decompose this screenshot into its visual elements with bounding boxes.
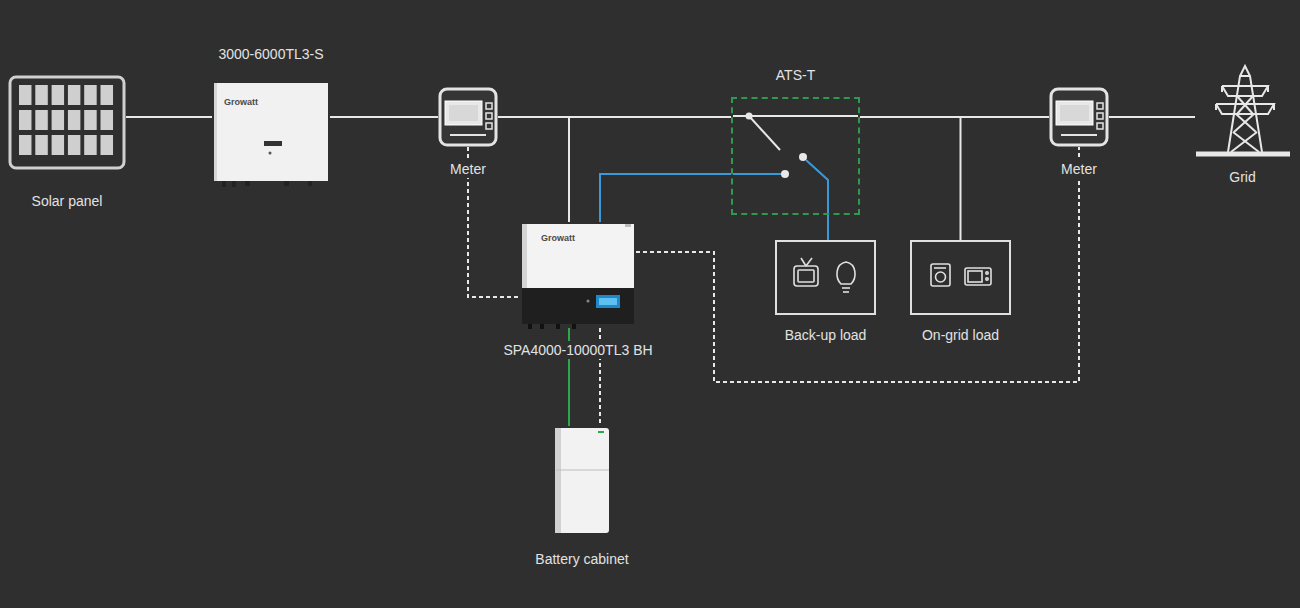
connector [827, 215, 829, 240]
load-box: Back-up load [775, 240, 876, 315]
node-label: Battery cabinet [531, 550, 632, 568]
node-label: On-grid load [918, 326, 1003, 344]
battery-cabinet-icon [555, 428, 609, 533]
solar-panel: Solar panel [8, 75, 126, 170]
solar-panel-icon [10, 77, 124, 168]
connector [600, 174, 731, 222]
node-label: 3000-6000TL3-S [214, 45, 327, 63]
hybrid-inverter: SPA4000-10000TL3 BH [520, 222, 636, 328]
node-label: Solar panel [28, 192, 107, 210]
brand-logo: Growatt [224, 97, 258, 107]
string-inverter-icon [214, 83, 328, 187]
node-label: Meter [1057, 160, 1101, 178]
load-box: On-grid load [910, 240, 1011, 315]
meter-icon [1051, 89, 1107, 145]
washer-and-microwave-icons [931, 264, 991, 286]
brand-logo: Growatt [541, 233, 575, 243]
connector [636, 147, 1079, 382]
grid-tower-icon [1196, 66, 1290, 154]
meter: Meter [1049, 87, 1109, 147]
hybrid-inverter-icon [522, 224, 634, 329]
battery-cabinet: Battery cabinet [553, 426, 611, 535]
transfer-switch-symbol [733, 113, 858, 215]
node-label: Back-up load [781, 326, 871, 344]
node-label: ATS-T [772, 66, 819, 84]
connector [1109, 116, 1195, 118]
node-label: Grid [1225, 168, 1259, 186]
connector [961, 117, 1050, 240]
meter-icon [440, 89, 496, 145]
string-inverter: 3000-6000TL3-S [212, 80, 330, 184]
tv-and-bulb-icons [794, 258, 855, 292]
ats-box: ATS-T [731, 97, 860, 215]
grid: Grid [1195, 62, 1290, 158]
connector [569, 117, 731, 222]
connector [330, 116, 438, 118]
meter: Meter [438, 87, 498, 147]
connector [126, 116, 212, 118]
node-label: Meter [446, 160, 490, 178]
node-label: SPA4000-10000TL3 BH [499, 341, 656, 359]
